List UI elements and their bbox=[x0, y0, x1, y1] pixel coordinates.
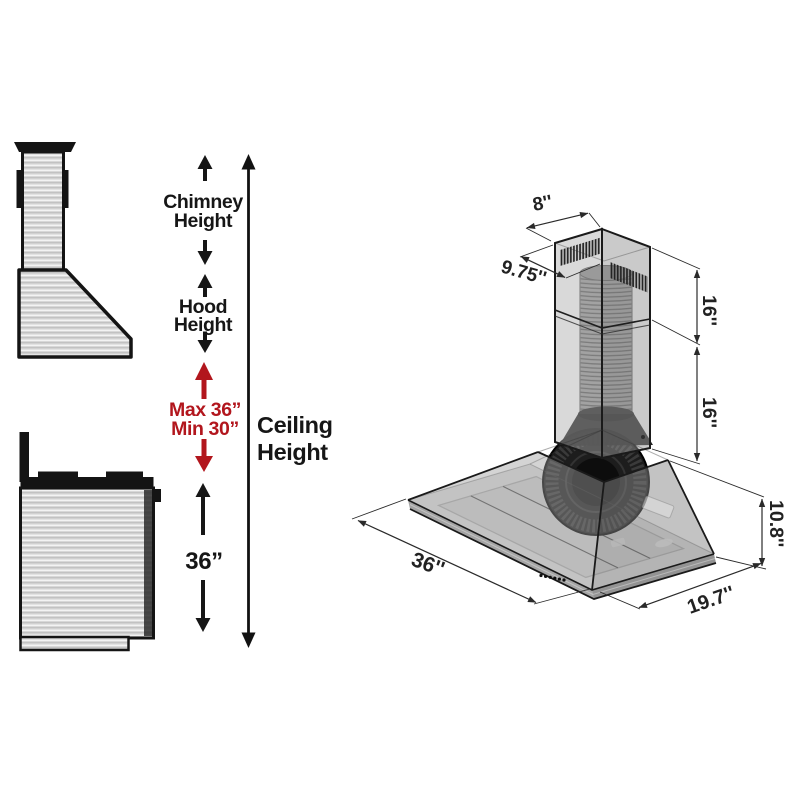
chimney-right-panel bbox=[601, 227, 651, 460]
chimney-3d bbox=[554, 227, 651, 460]
filter-seam bbox=[470, 495, 619, 569]
ceiling-cap bbox=[14, 142, 76, 152]
plateau-back-edges bbox=[537, 429, 669, 461]
vent-slots-right bbox=[610, 262, 648, 293]
hood-to-range-label: 36” bbox=[185, 548, 223, 575]
left-ridge bbox=[407, 451, 539, 501]
dim-label-hood-width: 36'' bbox=[408, 548, 447, 581]
dim-label-upper-chimney: 16'' bbox=[698, 295, 720, 326]
clearance-max-label: Max 36” bbox=[169, 399, 241, 421]
hood-height-label-2: Height bbox=[174, 314, 233, 336]
mount-hole bbox=[641, 435, 645, 439]
dimension-lines bbox=[351, 211, 767, 610]
range-side-view bbox=[19, 432, 161, 652]
iso-view: 8'' 9.75'' 16'' 16'' 10.8'' 36'' 19.7'' bbox=[351, 192, 787, 619]
front-ridge bbox=[591, 481, 605, 591]
range-body bbox=[19, 486, 155, 640]
extension-lines bbox=[525, 212, 601, 242]
chimney-height-label-2: Height bbox=[174, 210, 233, 232]
extension-lines bbox=[351, 498, 591, 605]
height-annotations: Chimney Height Hood Height Max 36” Min 3… bbox=[163, 154, 333, 648]
arrow-up-icon bbox=[197, 274, 213, 297]
range-backguard bbox=[19, 432, 29, 482]
red-arrow-down-icon bbox=[195, 439, 213, 472]
arrow-down-icon bbox=[195, 580, 211, 632]
arrow-down-icon bbox=[241, 632, 256, 648]
dim-label-lower-chimney: 16'' bbox=[698, 397, 720, 428]
arrow-down-icon bbox=[197, 240, 213, 265]
chimney-section-joint bbox=[554, 309, 651, 329]
red-arrow-up-icon bbox=[195, 362, 213, 399]
dim-label-top-width: 8'' bbox=[531, 192, 554, 216]
arrow-up-icon bbox=[195, 483, 211, 535]
ceiling-height-label: Ceiling bbox=[257, 412, 333, 438]
extension-lines bbox=[599, 591, 641, 610]
extension-lines bbox=[519, 244, 601, 279]
chimney-section-joint-2 bbox=[554, 315, 651, 335]
hood-body-2d bbox=[17, 268, 133, 359]
chimney-bracket-right bbox=[63, 170, 69, 208]
arrow-up-icon bbox=[241, 154, 256, 170]
dim-19-7in bbox=[638, 562, 762, 609]
range-knob bbox=[152, 489, 161, 502]
vent-slots-left bbox=[560, 237, 600, 266]
spec-sticker bbox=[641, 495, 675, 519]
dim-label-top-depth: 9.75'' bbox=[499, 257, 549, 290]
back-ridge bbox=[529, 429, 603, 465]
chimney-bracket-left bbox=[16, 170, 22, 208]
clearance-min-label: Min 30” bbox=[171, 418, 239, 440]
range-side-edge bbox=[144, 490, 152, 636]
dim-8in bbox=[526, 211, 589, 230]
hood-height-label: Hood bbox=[179, 296, 227, 318]
right-ridge bbox=[667, 459, 715, 555]
dimension-labels: 8'' 9.75'' 16'' 16'' 10.8'' 36'' 19.7'' bbox=[408, 192, 787, 619]
chimney-2d bbox=[21, 150, 65, 273]
burner-grate bbox=[38, 471, 78, 478]
control-buttons bbox=[539, 573, 566, 582]
ceiling-height-label-2: Height bbox=[257, 439, 328, 465]
dim-label-hood-height: 10.8'' bbox=[765, 500, 787, 547]
dim-36in bbox=[357, 519, 537, 604]
cooktop bbox=[20, 477, 154, 488]
chimney-height-label: Chimney bbox=[163, 191, 243, 213]
arrow-down-icon bbox=[197, 331, 213, 353]
extension-lines bbox=[651, 247, 701, 465]
range-kick-drawer bbox=[19, 635, 130, 652]
dim-9-75in bbox=[520, 256, 566, 278]
burner-grate bbox=[106, 471, 143, 478]
arrow-up-icon bbox=[197, 155, 213, 181]
wall-hood-side-view bbox=[14, 142, 133, 359]
